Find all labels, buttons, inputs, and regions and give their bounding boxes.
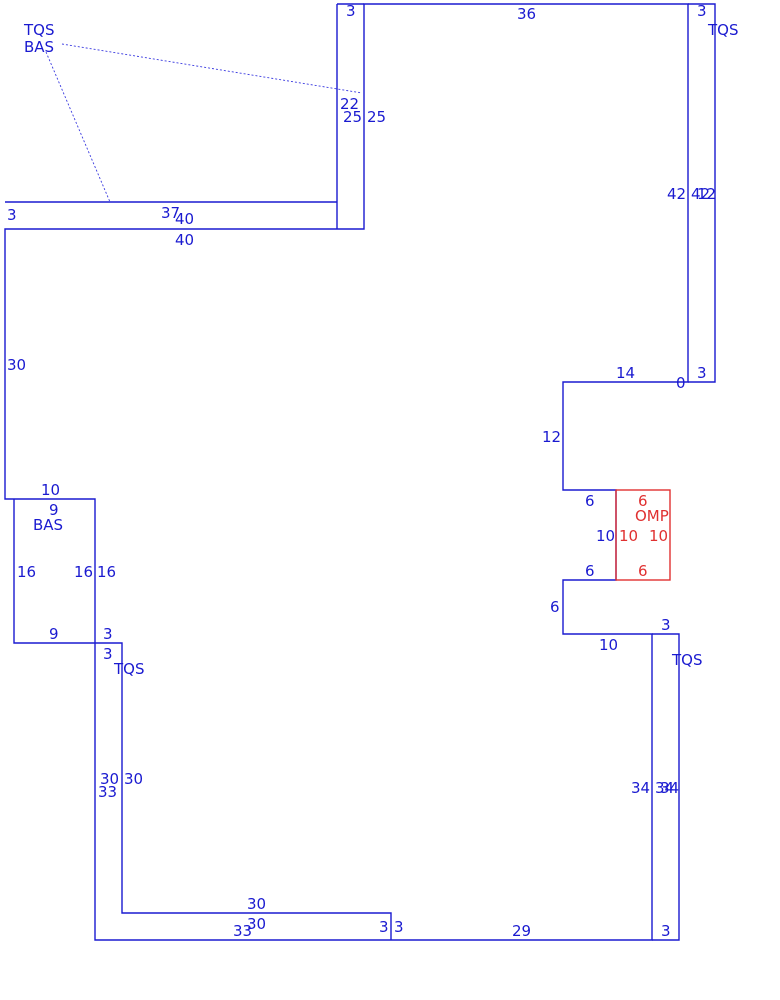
dimension-label: 29 bbox=[512, 922, 531, 940]
omp-box bbox=[615, 489, 671, 581]
dimension-label: 33 bbox=[98, 783, 117, 801]
dimension-label: 16 bbox=[97, 563, 116, 581]
tqs-strip-right bbox=[688, 3, 716, 383]
dimension-label: 10 bbox=[599, 636, 618, 654]
dimension-label: 3 bbox=[697, 2, 707, 20]
dimension-label: 25 bbox=[367, 108, 386, 126]
dimension-label: 34 bbox=[660, 779, 679, 797]
dimension-label: 42 bbox=[667, 185, 686, 203]
dimension-label: 36 bbox=[517, 5, 536, 23]
omp-dimension-label: 10 bbox=[649, 527, 668, 545]
dimension-label: 30 bbox=[100, 770, 119, 788]
dimension-label: 3 bbox=[661, 922, 671, 940]
dimension-label: 34 bbox=[631, 779, 650, 797]
dimension-label: 30 bbox=[124, 770, 143, 788]
dimension-label: 25 bbox=[343, 108, 362, 126]
dimension-label: 12 bbox=[542, 428, 561, 446]
dimension-label: 10 bbox=[596, 527, 615, 545]
dimension-label: 3 bbox=[394, 918, 404, 936]
dimension-label: 9 bbox=[49, 625, 59, 643]
omp-dimension-label: 6 bbox=[638, 492, 648, 510]
dimension-label: 30 bbox=[247, 915, 266, 933]
dimension-label: 3 bbox=[103, 625, 113, 643]
dimension-label: 3 bbox=[661, 616, 671, 634]
dimension-label: 12 bbox=[697, 185, 716, 203]
area-label-tqs-top-right: TQS bbox=[707, 21, 739, 39]
dimension-label: 3 bbox=[103, 645, 113, 663]
dimension-label: 34 bbox=[655, 779, 674, 797]
area-label-tqs-top-left: TQS bbox=[23, 21, 55, 39]
dimension-label: 14 bbox=[616, 364, 635, 382]
dimension-label: 10 bbox=[41, 481, 60, 499]
area-label-bas-left: BAS bbox=[33, 516, 63, 534]
dimension-label: 30 bbox=[247, 895, 266, 913]
dimension-label: 3 bbox=[346, 2, 356, 20]
dimension-label: 9 bbox=[49, 501, 59, 519]
tqs-strip-right-lower bbox=[652, 633, 680, 941]
dimension-label: 22 bbox=[340, 95, 359, 113]
dimension-label: 3 bbox=[7, 206, 17, 224]
area-label-omp: OMP bbox=[635, 507, 669, 525]
dimension-label: 16 bbox=[17, 563, 36, 581]
dimension-label: 16 bbox=[74, 563, 93, 581]
dimension-label: 40 bbox=[175, 231, 194, 249]
omp-dimension-label: 6 bbox=[638, 562, 648, 580]
dimension-label: 33 bbox=[233, 922, 252, 940]
dimension-label: 6 bbox=[550, 598, 560, 616]
bas-box-left bbox=[13, 499, 95, 644]
dimension-label: 6 bbox=[585, 492, 595, 510]
dimension-label: 3 bbox=[697, 364, 707, 382]
tqs-strip-top bbox=[5, 4, 338, 229]
area-label-bas-top-left: BAS bbox=[24, 38, 54, 56]
dimension-label: 6 bbox=[585, 562, 595, 580]
dimension-label: 40 bbox=[175, 210, 194, 228]
area-label-tqs-left-lower: TQS bbox=[113, 660, 145, 678]
dimension-label: 30 bbox=[7, 356, 26, 374]
dimension-label: 42 bbox=[691, 185, 710, 203]
dimension-label: 0 bbox=[676, 374, 686, 392]
leader-line-1 bbox=[61, 43, 363, 94]
dimension-label: 3 bbox=[379, 918, 389, 936]
omp-dimension-label: 10 bbox=[619, 527, 638, 545]
leader-line-2 bbox=[45, 51, 111, 203]
area-label-tqs-right-lower: TQS bbox=[671, 651, 703, 669]
dimension-label: 37 bbox=[161, 204, 180, 222]
tqs-strip-left-lower bbox=[95, 642, 392, 940]
